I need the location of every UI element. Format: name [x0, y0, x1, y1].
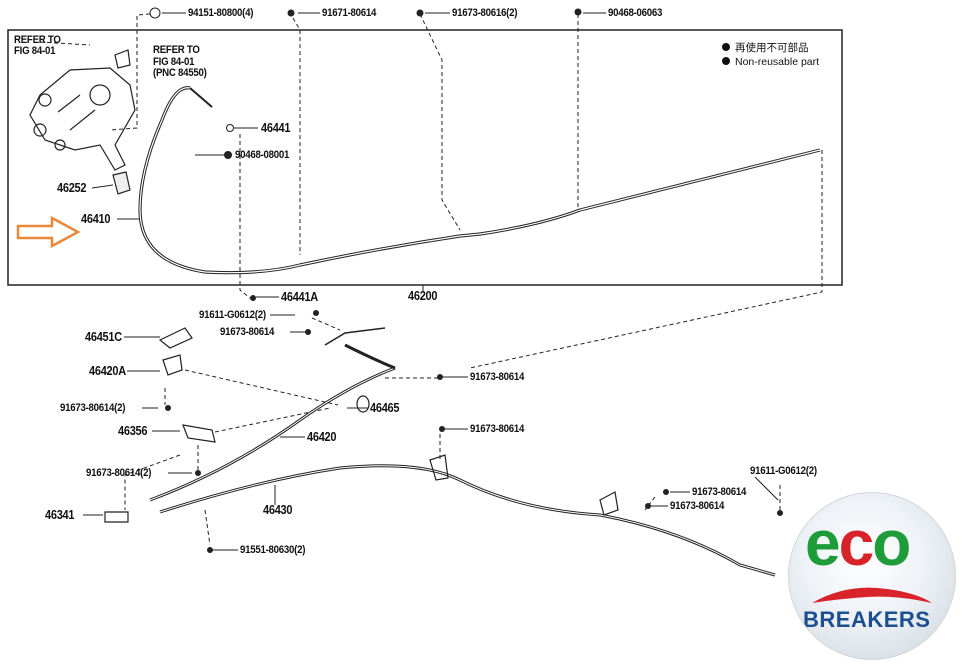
- cable-46430: [159, 464, 776, 577]
- upper-assembly-frame: [7, 29, 843, 286]
- legend: 再使用不可部品 Non-reusable part: [722, 41, 819, 69]
- part-label[interactable]: 91673-80614: [470, 371, 525, 383]
- part-label[interactable]: 46420: [307, 430, 337, 444]
- part-label[interactable]: 91673-80614: [220, 326, 275, 338]
- eco-breakers-logo: eco BREAKERS: [788, 492, 956, 660]
- part-label[interactable]: 46341: [45, 508, 75, 522]
- direction-arrow-icon: [16, 215, 81, 249]
- refer-left-1: REFER TO: [14, 34, 61, 46]
- legend-en: Non-reusable part: [722, 55, 819, 69]
- part-label[interactable]: 46410: [81, 212, 111, 226]
- cable-46410: [138, 86, 821, 275]
- logo-eco-text: eco: [805, 507, 911, 579]
- part-label[interactable]: 91611-G0612(2): [750, 465, 817, 477]
- part-label[interactable]: 91551-80630(2): [240, 544, 306, 556]
- part-label[interactable]: 94151-80800(4): [188, 7, 254, 19]
- part-label[interactable]: 90468-06063: [608, 7, 663, 19]
- refer-left-2: FIG 84-01: [14, 45, 56, 57]
- refer-right-2: FIG 84-01: [153, 56, 195, 68]
- part-label[interactable]: 91673-80614(2): [86, 467, 152, 479]
- part-label[interactable]: 90468-08001: [235, 149, 290, 161]
- part-label[interactable]: 46420A: [89, 364, 126, 378]
- pedal-assembly: [29, 67, 136, 171]
- non-reusable-marker: [224, 151, 232, 159]
- part-label[interactable]: 46356: [118, 424, 148, 438]
- part-label[interactable]: 46451C: [85, 330, 122, 344]
- car-swoosh-icon: [812, 587, 932, 603]
- part-label[interactable]: 46441A: [281, 290, 318, 304]
- part-label[interactable]: 46430: [263, 503, 293, 517]
- refer-right-1: REFER TO: [153, 44, 200, 56]
- part-label[interactable]: 46441: [261, 121, 291, 135]
- legend-jp: 再使用不可部品: [722, 41, 819, 55]
- part-label[interactable]: 91673-80614: [670, 500, 725, 512]
- part-label[interactable]: 91671-80614: [322, 7, 377, 19]
- part-label[interactable]: 91673-80614: [692, 486, 747, 498]
- part-label[interactable]: 46200: [408, 289, 438, 303]
- part-label[interactable]: 91673-80614(2): [60, 402, 126, 414]
- part-label[interactable]: 91611-G0612(2): [199, 309, 266, 321]
- refer-right-3: (PNC 84550): [153, 67, 207, 79]
- logo-breakers-text: BREAKERS: [803, 607, 931, 632]
- part-label[interactable]: 91673-80614: [470, 423, 525, 435]
- part-label[interactable]: 46465: [370, 401, 400, 415]
- part-label[interactable]: 91673-80616(2): [452, 7, 518, 19]
- grommet-46465: [356, 395, 370, 413]
- part-label[interactable]: 46252: [57, 181, 87, 195]
